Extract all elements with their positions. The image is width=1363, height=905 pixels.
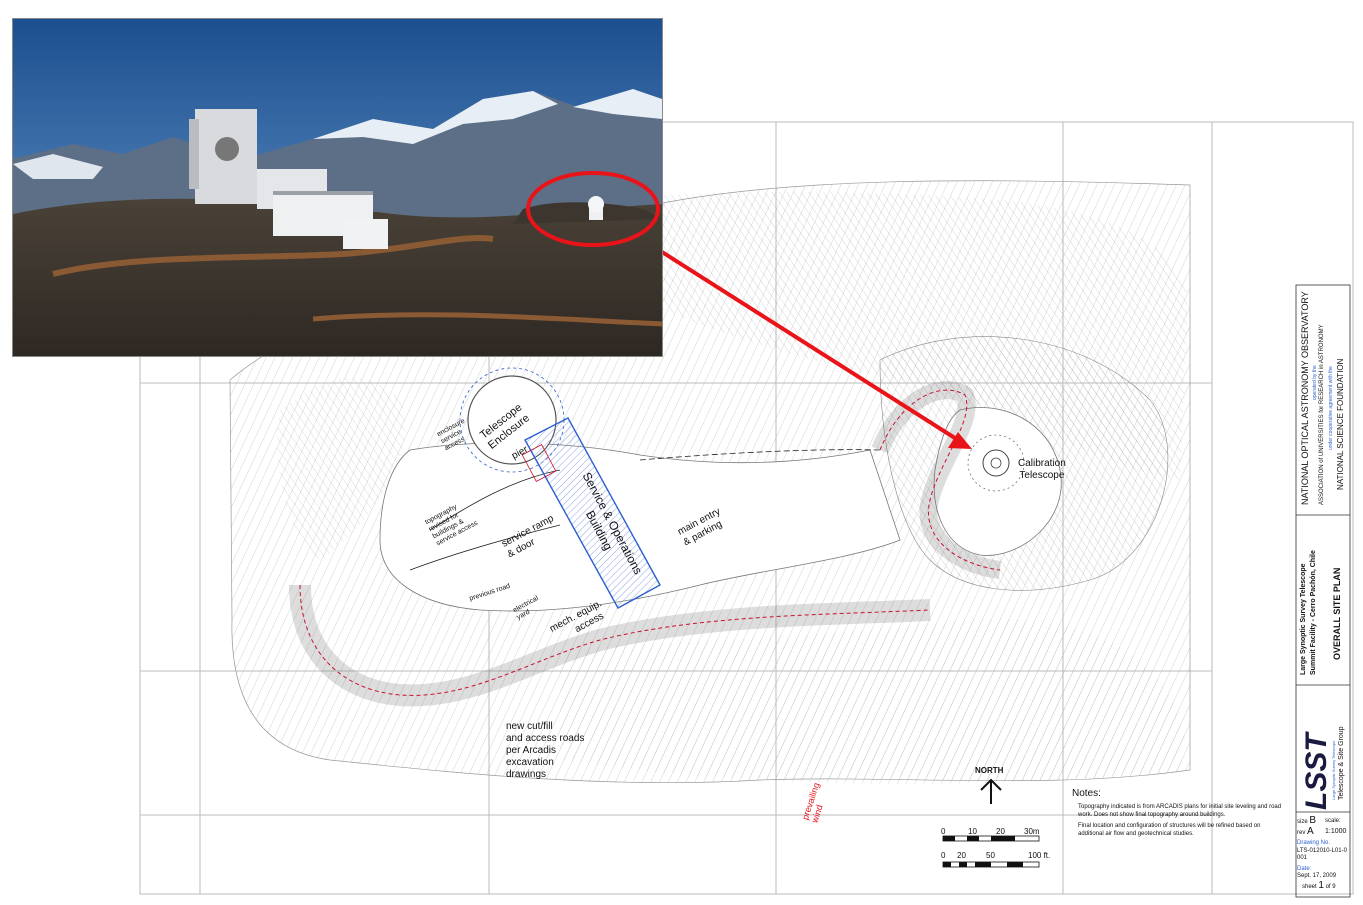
- scale-tick: 0: [941, 827, 946, 836]
- highlight-arrow: [638, 236, 972, 449]
- rev-field: rev A: [1297, 826, 1314, 839]
- notes-block: Notes: Topography indicated is from ARCA…: [1072, 788, 1287, 838]
- notes-heading: Notes:: [1072, 788, 1101, 799]
- north-label: NORTH: [975, 766, 1004, 775]
- label-line: drawings: [506, 769, 547, 780]
- scale-tick: 20: [957, 851, 966, 860]
- sheet-label: sheet: [1302, 884, 1317, 890]
- calibration-telescope-label: Calibration Telescope: [1018, 458, 1066, 482]
- lsst-rendering-photo: [12, 18, 663, 357]
- telescope-building-illustration: [189, 109, 388, 249]
- lsst-logo-caption: Large Synoptic Survey Telescope: [1331, 740, 1336, 800]
- label-line: Telescope: [1019, 470, 1065, 481]
- scale-tick: 50: [986, 851, 995, 860]
- scale-tick: 0: [941, 851, 946, 860]
- scale-bar-feet: [942, 861, 1040, 868]
- org-line-3: ASSOCIATION of UNIVERSITIES for RESEARCH…: [1319, 324, 1325, 505]
- scale-tick: 10: [968, 827, 977, 836]
- size-label: size: [1297, 819, 1308, 825]
- label-line: Calibration: [1018, 458, 1066, 469]
- cut-fill-label: new cut/fill and access roads per Arcadi…: [506, 721, 584, 781]
- project-line-2: Summit Facility - Cerro Pachón, Chile: [1310, 550, 1317, 675]
- org-line-4: under cooperative agreement with the: [1328, 366, 1334, 450]
- size-value: B: [1309, 815, 1317, 826]
- drawing-no-value: LTS-012010-L01-0001: [1297, 848, 1347, 861]
- scale-bar-meters: [942, 835, 1040, 842]
- org-line-1: NATIONAL OPTICAL ASTRONOMY OBSERVATORY: [1300, 291, 1310, 505]
- scale-tick: 20: [996, 827, 1005, 836]
- scale-tick: 30m: [1024, 827, 1040, 836]
- date-label: Date:: [1297, 866, 1312, 872]
- date-value: Sept. 17, 2009: [1297, 873, 1337, 879]
- lsst-logo: LSST: [1300, 733, 1333, 810]
- calibration-dome-illustration: [588, 196, 604, 220]
- project-line-1: Large Synoptic Survey Telescope: [1300, 563, 1307, 675]
- scale-field: scale:: [1325, 818, 1341, 824]
- summit-pad: [379, 407, 1062, 612]
- size-field: size B: [1297, 815, 1316, 828]
- label-line: excavation: [506, 757, 554, 768]
- label-line: per Arcadis: [506, 745, 557, 756]
- org-line-5: NATIONAL SCIENCE FOUNDATION: [1336, 358, 1345, 490]
- note-item: Final location and configuration of stru…: [1078, 823, 1261, 837]
- scale-value: 1:1000: [1325, 828, 1347, 835]
- label-line: new cut/fill: [506, 721, 553, 732]
- sheet-value: 1: [1318, 880, 1324, 891]
- drawing-no-field: Drawing No.: [1297, 840, 1330, 847]
- sheet-of: of 9: [1325, 884, 1336, 890]
- drawing-no-label: Drawing No.: [1297, 840, 1331, 846]
- drawing-title: OVERALL SITE PLAN: [1332, 567, 1342, 660]
- highlight-circle: [526, 171, 660, 247]
- label-line: and access roads: [506, 733, 585, 744]
- rev-value: A: [1307, 826, 1314, 837]
- calibration-telescope-outline: [967, 434, 1025, 492]
- title-block-frame: [1295, 284, 1351, 898]
- rev-label: rev: [1297, 830, 1306, 836]
- group-label: Telescope & Site Group: [1338, 726, 1345, 800]
- sheet-field: sheet 1 of 9: [1302, 880, 1336, 893]
- service-building-outline: [521, 417, 661, 609]
- note-item: Topography indicated is from ARCADIS pla…: [1078, 804, 1282, 818]
- scale-tick: 100 ft.: [1028, 851, 1051, 860]
- north-arrow: [980, 778, 1002, 804]
- org-line-2: operated by the: [1312, 365, 1318, 400]
